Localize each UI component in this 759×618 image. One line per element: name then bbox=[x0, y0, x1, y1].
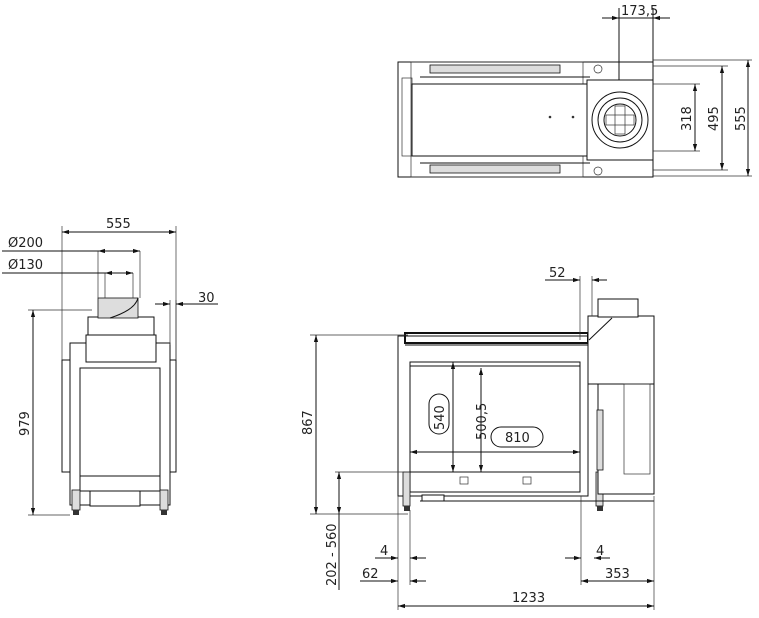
dim-width-side: 555 bbox=[106, 217, 131, 232]
top-view: 173,5 318 495 555 bbox=[397, 4, 752, 178]
dim-height-side: 979 bbox=[18, 411, 33, 436]
side-glass bbox=[79, 367, 161, 477]
dim-leg-height-range: 202 - 560 bbox=[325, 523, 340, 586]
front-flue-box bbox=[587, 315, 655, 385]
top-firebox bbox=[411, 83, 588, 157]
dim-total-depth-top: 555 bbox=[734, 106, 749, 131]
front-view: 540 810 500,5 52 867 202 - 560 4 bbox=[301, 266, 655, 610]
dim-opening-height: 500,5 bbox=[475, 403, 490, 440]
dim-right-offset: 353 bbox=[605, 567, 630, 582]
dim-outer-diameter: Ø200 bbox=[8, 236, 43, 251]
dim-glass-width: 810 bbox=[505, 431, 530, 446]
dim-rear-offset: 30 bbox=[198, 291, 215, 306]
dim-left-offset: 62 bbox=[362, 567, 379, 582]
dim-total-width: 1233 bbox=[512, 591, 545, 606]
dim-flue-opening: 318 bbox=[680, 106, 695, 131]
dim-inner-diameter: Ø130 bbox=[8, 258, 43, 273]
dim-glass-height: 540 bbox=[433, 405, 448, 430]
dim-right-gap: 4 bbox=[596, 544, 604, 559]
side-view: 555 Ø200 Ø130 30 979 bbox=[2, 217, 218, 516]
side-flue-collar bbox=[97, 297, 139, 319]
dim-inner-depth: 495 bbox=[707, 106, 722, 131]
dim-flue-offset-top: 173,5 bbox=[621, 4, 658, 19]
dim-frame-height: 867 bbox=[301, 410, 316, 435]
flue-collar-outer bbox=[591, 91, 649, 149]
dim-flue-offset-front: 52 bbox=[549, 266, 566, 281]
glass-height-badge bbox=[428, 393, 450, 435]
glass-width-badge bbox=[490, 426, 544, 448]
front-flue-collar bbox=[597, 298, 639, 318]
dim-left-gap: 4 bbox=[380, 544, 388, 559]
